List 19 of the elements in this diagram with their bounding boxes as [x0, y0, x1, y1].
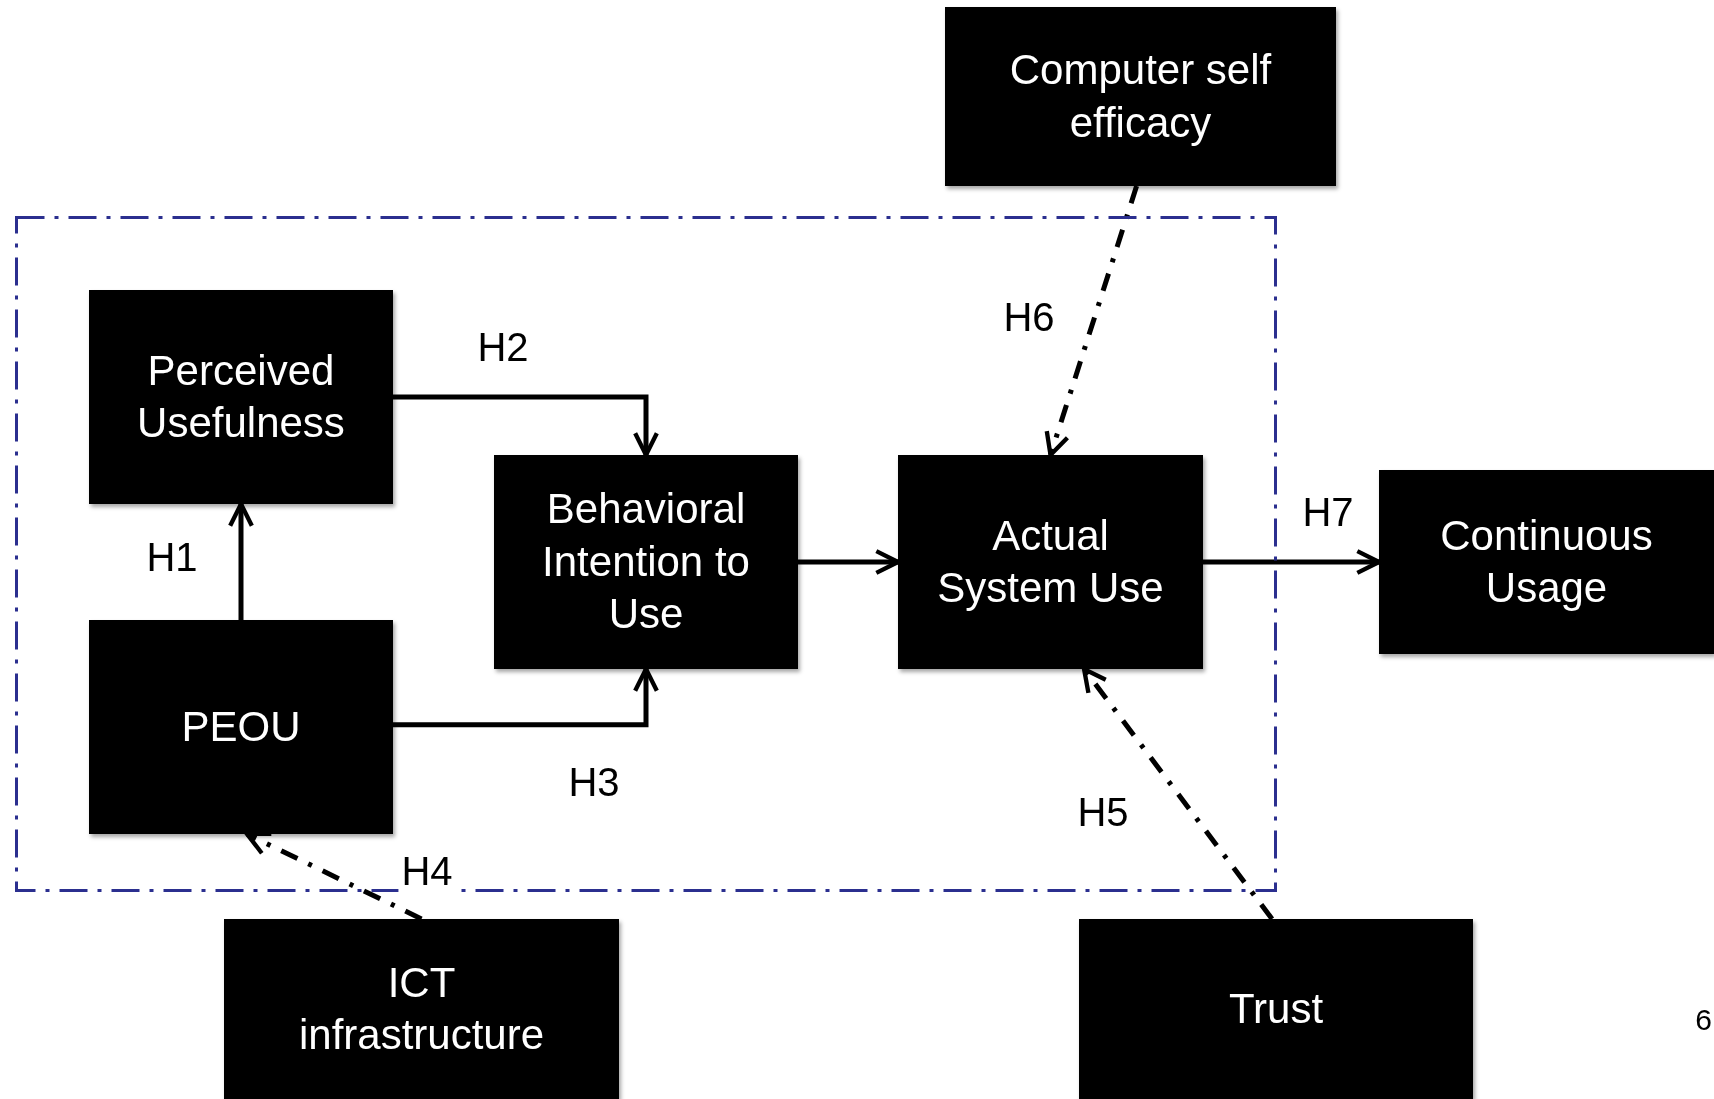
arrow — [393, 394, 659, 458]
construct-label: Computer self efficacy — [1008, 45, 1273, 148]
construct-label: Actual System Use — [936, 510, 1165, 613]
construct-box — [89, 620, 393, 834]
construct-box — [224, 919, 619, 1099]
construct-label: ICT infrastructure — [297, 957, 546, 1060]
construct-box — [1379, 470, 1714, 654]
construct-label: Perceived Usefulness — [136, 345, 346, 448]
construct-box — [89, 290, 393, 504]
construct-box — [945, 7, 1336, 186]
page-number: 6 — [1695, 1003, 1712, 1037]
dashed-arrow — [1044, 185, 1139, 458]
construct-label: Continuous Usage — [1439, 510, 1654, 613]
construct-label: PEOU — [180, 701, 302, 752]
construct-box — [1079, 919, 1473, 1099]
construct-label: Behavioral Intention to Use — [541, 484, 751, 640]
construct-box — [898, 455, 1203, 669]
construct-label: Trust — [1227, 983, 1325, 1034]
construct-box — [494, 455, 798, 669]
